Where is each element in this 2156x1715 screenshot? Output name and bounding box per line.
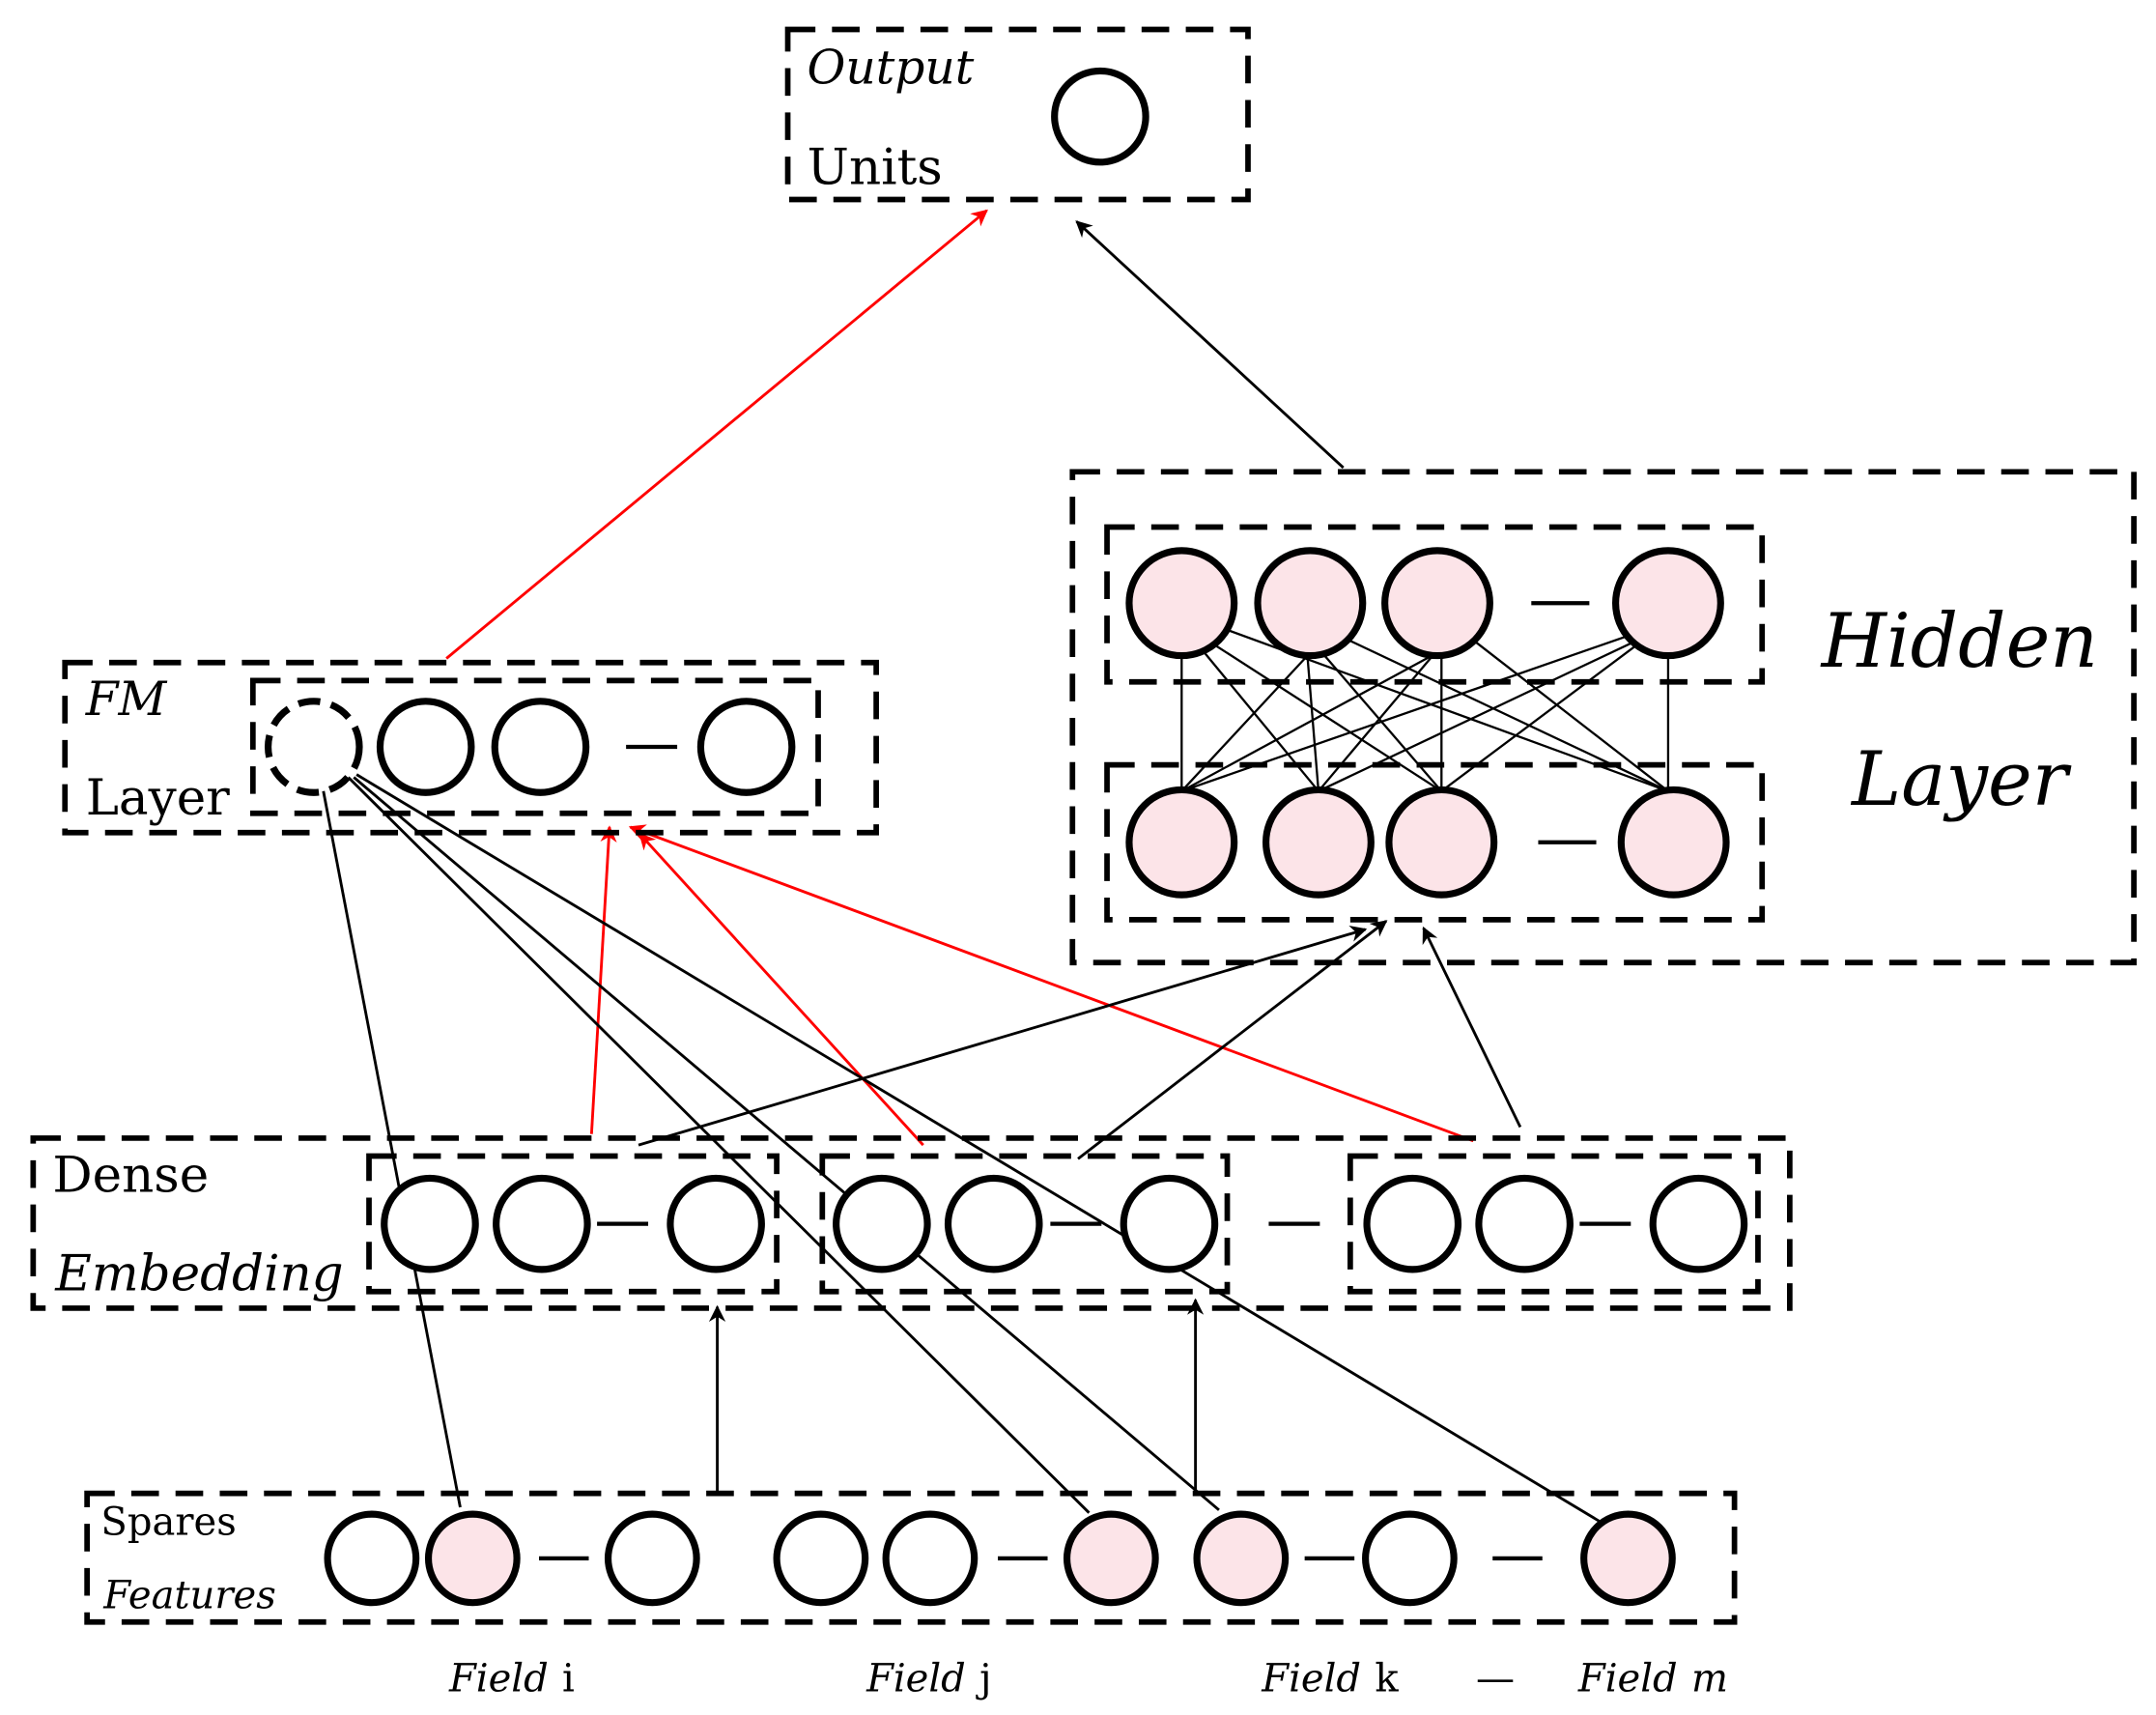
fm-inner-product-unit	[491, 698, 590, 796]
edge-sparse-i-to-fm-unit	[322, 790, 462, 1508]
dense-embedding-box	[30, 1135, 1793, 1311]
dense-field-m-node	[1363, 1174, 1462, 1273]
edges	[322, 209, 1670, 1527]
dense-field-i-node	[381, 1174, 479, 1273]
sparse-feature-node	[604, 1510, 700, 1607]
fm-layer-block: FM Layer	[62, 659, 879, 836]
fm-addition-unit	[264, 698, 363, 796]
edge-dense-j-to-fm	[638, 832, 924, 1147]
sparse-feature-node-active	[1193, 1510, 1290, 1607]
hidden-layer-box	[1069, 469, 2137, 966]
hidden-layer-block: Hidden Layer	[1069, 469, 2137, 966]
edge-sparse-j-to-fm-unit	[347, 776, 1091, 1514]
sparse-feature-node	[324, 1510, 420, 1607]
hidden-title-line1: Hidden	[1820, 598, 2098, 685]
dense-embedding-block: Dense Embedding	[30, 1135, 1793, 1311]
output-units-box	[784, 26, 1251, 203]
hidden-title-line2: Layer	[1850, 736, 2072, 823]
edge-dense-m-to-hidden	[1422, 926, 1522, 1129]
sparse-feature-node	[773, 1510, 869, 1607]
sparse-feature-node	[1362, 1510, 1458, 1607]
dense-field-i-box	[366, 1153, 780, 1295]
edge-hidden-to-output	[1075, 220, 1345, 470]
hidden-top-node	[1381, 547, 1493, 660]
sparse-features-box	[84, 1490, 1738, 1625]
dense-field-m-node	[1475, 1174, 1574, 1273]
sparse-feature-node-active	[1063, 1510, 1159, 1607]
edge-dense-m-to-fm	[628, 824, 1474, 1143]
fm-title-line2: Layer	[86, 769, 230, 827]
field-label-ellipsis: —	[1476, 1656, 1515, 1701]
output-units-block: Output Units	[784, 26, 1251, 203]
output-title-line2: Units	[808, 139, 943, 197]
hidden-bottom-node	[1617, 786, 1730, 899]
hidden-bottom-row-box	[1104, 761, 1766, 923]
output-title-line1: Output	[808, 41, 975, 95]
edge-dense-i-to-hidden	[638, 926, 1368, 1147]
hidden-top-node	[1254, 547, 1367, 660]
sparse-title-line1: Spares	[100, 1501, 236, 1545]
hidden-top-row-box	[1104, 524, 1766, 685]
dense-field-j-node	[944, 1174, 1043, 1273]
hidden-bottom-node	[1125, 786, 1238, 899]
dense-field-m-box	[1348, 1153, 1761, 1295]
dense-field-i-node	[493, 1174, 591, 1273]
edge-sparse-k-to-fm-unit	[353, 776, 1220, 1511]
edge-fm-to-output	[445, 209, 988, 660]
sparse-features-block: Spares Features	[84, 1490, 1738, 1625]
hidden-bottom-node	[1262, 786, 1375, 899]
dense-field-j-node	[833, 1174, 931, 1273]
sparse-title-line2: Features	[102, 1573, 275, 1617]
dense-field-i-node	[667, 1174, 765, 1273]
hidden-top-node	[1611, 547, 1724, 660]
fm-layer-box	[62, 659, 879, 836]
dense-field-j-box	[819, 1153, 1231, 1295]
fm-units-box	[249, 677, 821, 816]
sparse-feature-node-active	[424, 1510, 521, 1607]
edge-dense-i-to-fm	[589, 825, 617, 1134]
output-node	[1051, 67, 1149, 166]
edge-sparse-m-to-fm-unit	[355, 773, 1607, 1527]
sparse-feature-node-active	[1580, 1510, 1676, 1607]
hidden-top-node	[1125, 547, 1238, 660]
dense-title-line2: Embedding	[54, 1244, 343, 1302]
edge-dense-j-to-hidden	[1077, 920, 1388, 1160]
hidden-bottom-node	[1385, 786, 1498, 899]
dense-field-j-node	[1120, 1174, 1219, 1273]
dense-title-line1: Dense	[52, 1147, 209, 1205]
sparse-feature-node	[882, 1510, 979, 1607]
fm-inner-product-unit	[376, 698, 475, 796]
dense-field-m-node	[1649, 1174, 1748, 1273]
fm-inner-product-unit	[696, 698, 796, 796]
fm-title-line1: FM	[85, 672, 168, 727]
